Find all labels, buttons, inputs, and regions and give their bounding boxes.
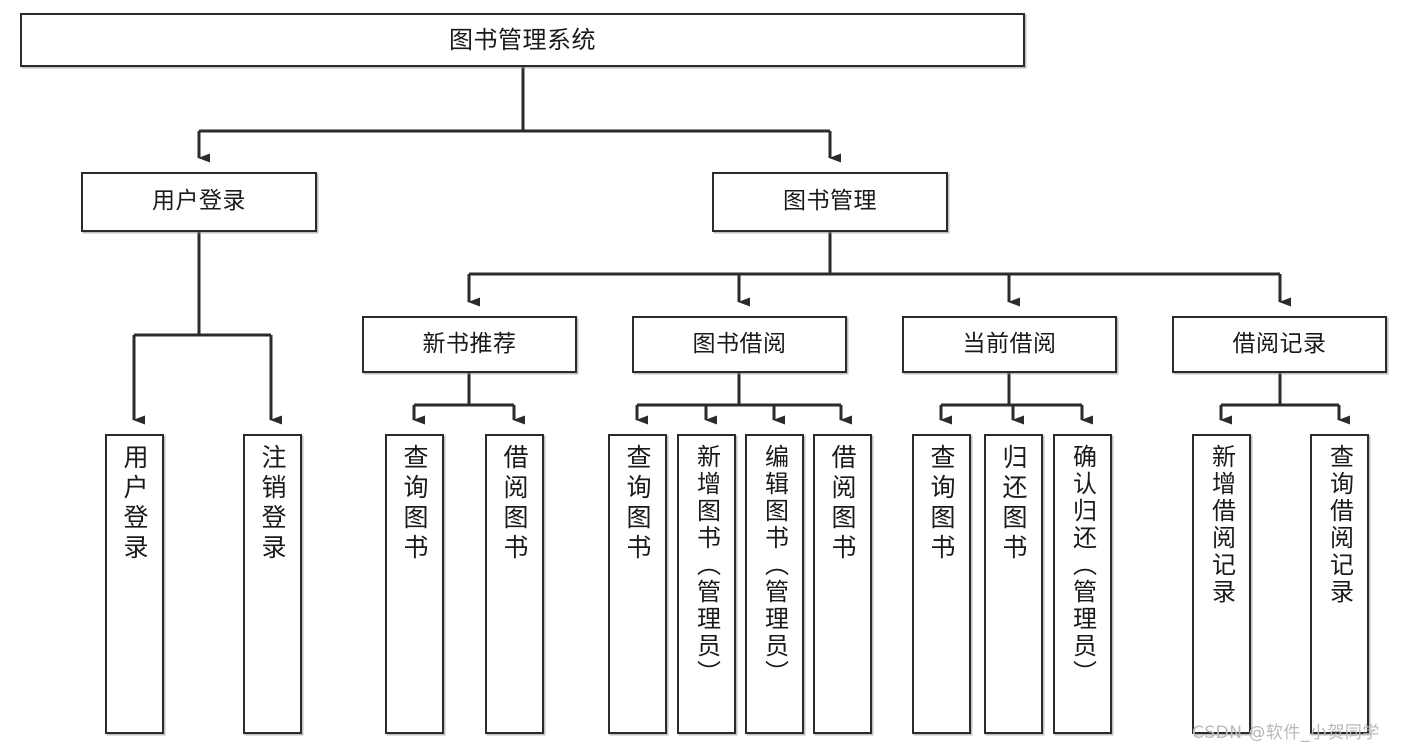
leaf-query-book-recommend[interactable]: 查询图书: [385, 434, 444, 734]
node-label: 查询借阅记录: [1325, 444, 1354, 606]
node-book-management[interactable]: 图书管理: [712, 172, 948, 232]
leaf-edit-book-admin[interactable]: 编辑图书（管理员）: [745, 434, 804, 734]
node-label: 用户登录: [152, 188, 246, 215]
csdn-watermark: CSDN @软件_小贺同学: [1192, 723, 1380, 743]
leaf-confirm-return-admin[interactable]: 确认归还（管理员）: [1053, 434, 1112, 734]
node-book-borrow[interactable]: 图书借阅: [632, 316, 847, 373]
node-label: 新增图书（管理员）: [692, 444, 721, 687]
node-label: 确认归还（管理员）: [1068, 444, 1097, 687]
leaf-return-book[interactable]: 归还图书: [984, 434, 1043, 734]
node-label: 查询图书: [400, 444, 429, 564]
leaf-borrow-book[interactable]: 借阅图书: [813, 434, 872, 734]
leaf-query-book-borrow[interactable]: 查询图书: [608, 434, 667, 734]
node-root-system[interactable]: 图书管理系统: [20, 13, 1025, 67]
node-label: 查询图书: [623, 444, 652, 564]
node-label: 注销登录: [258, 444, 287, 564]
node-label: 编辑图书（管理员）: [760, 444, 789, 687]
leaf-logout[interactable]: 注销登录: [243, 434, 302, 734]
node-label: 新书推荐: [422, 330, 517, 357]
node-label: 借阅图书: [500, 444, 529, 564]
leaf-query-borrow-record[interactable]: 查询借阅记录: [1310, 434, 1369, 734]
leaf-query-book-current[interactable]: 查询图书: [912, 434, 971, 734]
node-user-login[interactable]: 用户登录: [81, 172, 317, 232]
leaf-borrow-book-recommend[interactable]: 借阅图书: [485, 434, 544, 734]
node-label: 用户登录: [120, 444, 149, 564]
node-label: 借阅图书: [828, 444, 857, 564]
node-borrow-record[interactable]: 借阅记录: [1172, 316, 1387, 373]
node-label: 查询图书: [927, 444, 956, 564]
node-new-book-recommend[interactable]: 新书推荐: [362, 316, 577, 373]
leaf-add-borrow-record[interactable]: 新增借阅记录: [1192, 434, 1251, 734]
node-label: 图书管理系统: [449, 25, 596, 54]
node-label: 归还图书: [999, 444, 1028, 564]
node-label: 图书借阅: [692, 330, 787, 357]
node-label: 新增借阅记录: [1207, 444, 1236, 606]
node-label: 当前借阅: [962, 330, 1057, 357]
leaf-user-login[interactable]: 用户登录: [105, 434, 164, 734]
node-label: 图书管理: [783, 188, 877, 215]
leaf-add-book-admin[interactable]: 新增图书（管理员）: [677, 434, 736, 734]
node-label: 借阅记录: [1232, 330, 1327, 357]
node-current-borrow[interactable]: 当前借阅: [902, 316, 1117, 373]
